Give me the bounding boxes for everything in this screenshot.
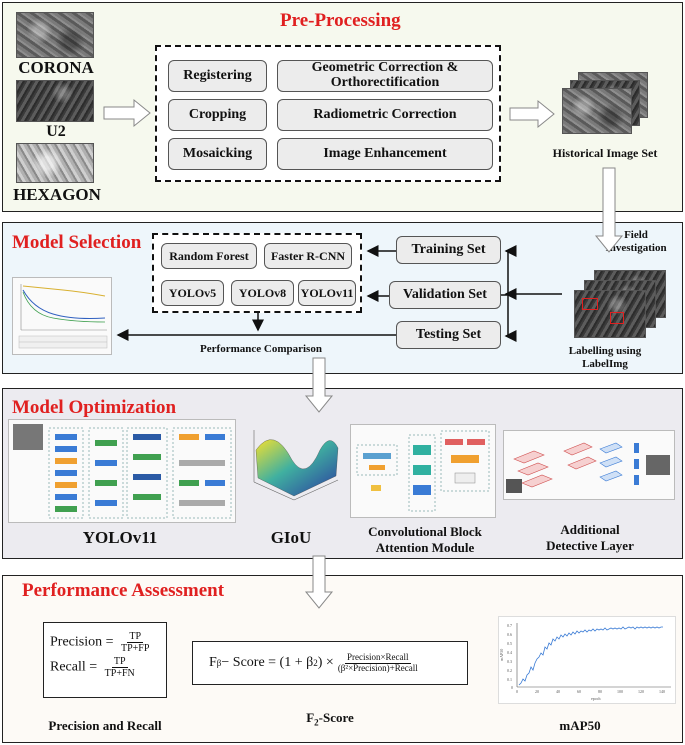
fscore-tail: ) × [317, 655, 334, 670]
map50-curve [518, 626, 663, 686]
fscore-sup: 2 [313, 658, 318, 668]
recall-formula: Recall = TP TP+FN [50, 656, 166, 679]
field-investigation-label: Field Investigation [605, 229, 667, 254]
map50-xlabel: epoch [591, 696, 601, 701]
map50-ytick-7: 0 [511, 685, 513, 690]
labelling-label: Labelling using LabelImg [568, 345, 642, 370]
precision-formula: Precision = TP TP+FP [50, 631, 166, 654]
map50-ylabel: mAP50 [499, 649, 504, 661]
map50-xtick-6: 120 [638, 689, 644, 694]
fscore-fraction: Precision×Recall (β²×Precision)+Recall [336, 651, 420, 674]
giou-surface-graphic [253, 430, 339, 501]
giou-surface-thumbnail [246, 420, 342, 506]
historical-image-stack-3 [562, 88, 632, 134]
map50-ytick-1: 0.6 [507, 632, 512, 637]
testing-set: Testing Set [396, 321, 501, 349]
comparison-chart-thumbnail [12, 277, 112, 355]
corona-image [16, 12, 94, 58]
fscore-caption-rest: -Score [318, 710, 354, 725]
precision-recall-caption: Precision and Recall [48, 718, 162, 733]
map50-xtick-1: 20 [535, 689, 539, 694]
map50-xtick-5: 100 [617, 689, 623, 694]
precision-fraction: TP TP+FP [119, 631, 151, 654]
model-optimization-title: Model Optimization [12, 397, 177, 418]
corona-label: CORONA [18, 58, 94, 77]
training-set: Training Set [396, 236, 501, 264]
model-faster-rcnn: Faster R-CNN [264, 243, 352, 269]
precision-numerator: TP [127, 631, 144, 643]
validation-set: Validation Set [389, 281, 501, 309]
map50-xtick-3: 60 [577, 689, 581, 694]
hexagon-label: HEXAGON [13, 185, 101, 204]
cbam-graphic [356, 430, 490, 512]
cbam-label: Convolutional Block Attention Module [368, 524, 482, 555]
preprocessing-title: Pre-Processing [280, 10, 401, 31]
yolov11-architecture-graphic [13, 424, 232, 519]
map50-ytick-0: 0.7 [507, 623, 512, 628]
model-yolov8: YOLOv8 [231, 280, 294, 306]
fscore-caption: F2-Score [280, 710, 380, 728]
map50-xtick-0: 0 [516, 689, 518, 694]
fscore-lhs: F [209, 655, 217, 670]
yolov11-label: YOLOv11 [82, 528, 158, 547]
hexagon-image [16, 143, 94, 183]
map50-ytick-2: 0.5 [507, 641, 512, 646]
step-radiometric-correction: Radiometric Correction [277, 99, 493, 131]
fscore-denominator: (β²×Precision)+Recall [337, 662, 418, 673]
precision-denominator: TP+FP [121, 643, 150, 654]
map50-caption: mAP50 [559, 718, 601, 733]
fscore-caption-sub: 2 [314, 717, 319, 728]
u2-image [16, 80, 94, 122]
comparison-chart-graphic [18, 284, 108, 349]
performance-assessment-title: Performance Assessment [22, 580, 225, 601]
recall-fraction: TP TP+FN [103, 656, 137, 679]
map50-ytick-5: 0.2 [507, 668, 512, 673]
recall-lhs: Recall = [50, 659, 98, 675]
fscore-mid: − Score = (1 + β [221, 655, 314, 670]
fscore-beta-sub: β [216, 658, 222, 668]
map50-chart-graphic: 0.7 0.6 0.5 0.4 0.3 0.2 0.1 0 0 20 40 60… [499, 623, 671, 701]
yolov11-architecture-thumbnail [8, 419, 236, 523]
model-yolov11: YOLOv11 [298, 280, 356, 306]
u2-label: U2 [46, 123, 66, 140]
label-box-1 [582, 298, 598, 310]
step-registering: Registering [168, 60, 267, 92]
recall-numerator: TP [111, 656, 128, 668]
historical-image-set-label: Historical Image Set [552, 146, 658, 160]
map50-xtick-4: 80 [598, 689, 602, 694]
fscore-caption-f: F [306, 710, 315, 725]
model-yolov5: YOLOv5 [161, 280, 224, 306]
performance-comparison-label: Performance Comparison [200, 343, 322, 355]
detective-layer-label: Additional Detective Layer [546, 522, 634, 553]
detective-layer-thumbnail [503, 430, 675, 500]
giou-label: GIoU [270, 528, 312, 547]
step-mosaicking: Mosaicking [168, 138, 267, 170]
model-random-forest: Random Forest [161, 243, 257, 269]
step-image-enhancement: Image Enhancement [277, 138, 493, 170]
precision-recall-formula-box: Precision = TP TP+FP Recall = TP TP+FN [43, 622, 167, 698]
precision-lhs: Precision = [50, 634, 114, 650]
map50-ytick-6: 0.1 [507, 677, 512, 682]
step-geometric-correction: Geometric Correction & Orthorectificatio… [277, 60, 493, 92]
map50-chart: 0.7 0.6 0.5 0.4 0.3 0.2 0.1 0 0 20 40 60… [498, 616, 676, 704]
map50-ytick-3: 0.4 [507, 650, 512, 655]
step-cropping: Cropping [168, 99, 267, 131]
map50-xtick-2: 40 [556, 689, 560, 694]
map50-xtick-7: 140 [659, 689, 665, 694]
fscore-numerator: Precision×Recall [344, 651, 411, 664]
recall-denominator: TP+FN [104, 668, 135, 679]
map50-ytick-4: 0.3 [507, 659, 512, 664]
detective-layer-graphic [506, 442, 670, 493]
cbam-thumbnail [350, 424, 496, 518]
label-box-2 [610, 312, 624, 324]
model-selection-title: Model Selection [12, 232, 142, 253]
